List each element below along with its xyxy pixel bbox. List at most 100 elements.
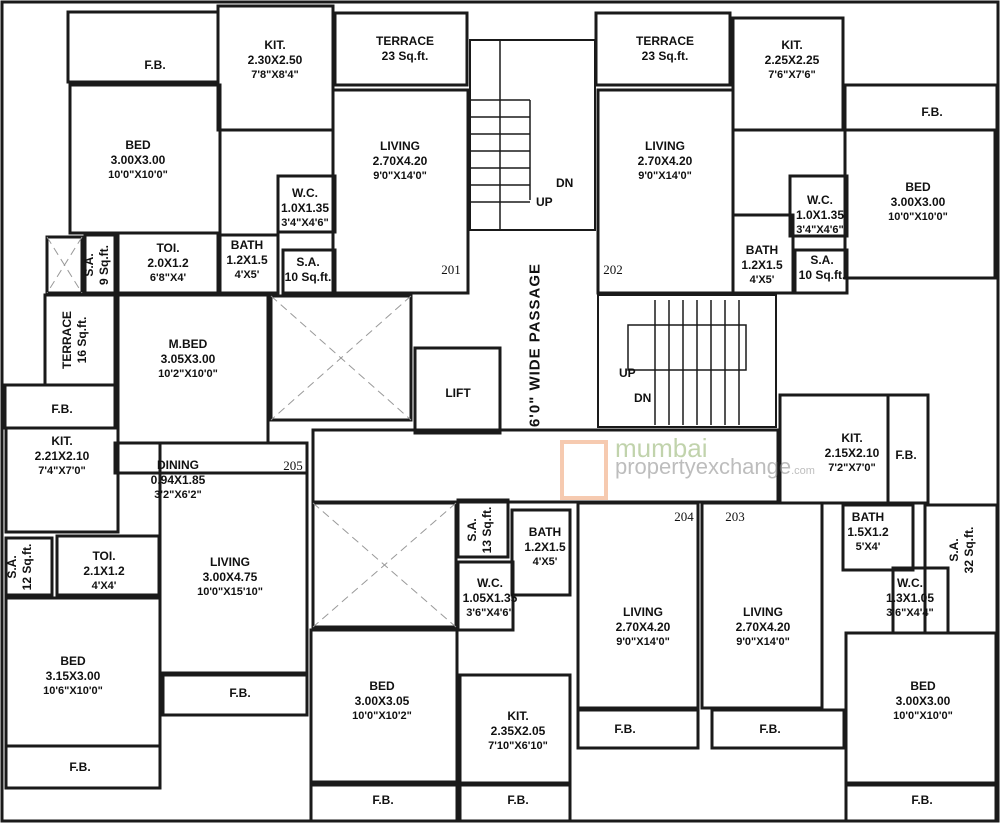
watermark-line2: propertyexchange — [615, 454, 792, 479]
room-wall-46 — [731, 213, 795, 295]
room-name: BATH — [230, 238, 264, 252]
room-size-ft: 9'0"X14'0" — [736, 636, 790, 648]
room-label-s-a: S.A.12 Sq.ft. — [5, 544, 35, 591]
room-size: 3.15X3.00 — [45, 669, 101, 683]
door-number-205: 205 — [283, 458, 303, 473]
room-name: TOI. — [156, 241, 180, 255]
room-wall-48 — [311, 428, 780, 504]
open-void-bottom — [311, 501, 458, 629]
room-label-f-b: F.B. — [614, 722, 635, 737]
room-wall-38 — [710, 708, 846, 750]
room-name: S.A. — [810, 253, 834, 267]
room-wall-45 — [788, 174, 849, 238]
room-name: KIT. — [264, 38, 286, 52]
room-label-f-b: F.B. — [229, 686, 250, 701]
stair-top-up-label: UP — [536, 195, 553, 209]
room-wall-44 — [843, 128, 997, 280]
room-size: 1.2X1.5 — [226, 253, 268, 267]
room-wall-5 — [276, 174, 337, 234]
room-size-ft: 3'4"X4'6" — [281, 217, 329, 229]
room-size: 0.94X1.85 — [150, 473, 206, 487]
room-label-kit: KIT.2.25X2.25 7'6"X7'6" — [765, 38, 820, 83]
room-wall-22 — [456, 498, 510, 559]
room-size: 2.15X2.10 — [824, 446, 880, 460]
room-label-s-a: S.A.10 Sq.ft. — [799, 253, 846, 283]
room-name: W.C. — [291, 186, 318, 200]
room-wall-16 — [4, 536, 54, 597]
room-size-ft: 9'0"X14'0" — [373, 170, 427, 182]
room-wall-20 — [161, 673, 309, 717]
room-size-ft: 3'4"X4'6" — [796, 224, 844, 236]
room-name: F.B. — [911, 793, 933, 807]
room-name: KIT. — [507, 709, 529, 723]
room-size: 3.05X3.00 — [160, 352, 216, 366]
room-wall-7 — [281, 248, 337, 295]
room-name: LIVING — [644, 139, 685, 153]
room-label-f-b: F.B. — [759, 722, 780, 737]
room-size: 2.25X2.25 — [764, 53, 820, 67]
room-size-ft: 7'8"X8'4" — [251, 69, 299, 81]
room-size: 3.00X3.05 — [354, 694, 410, 708]
room-name: DINING — [157, 458, 199, 472]
passage-label: 6'0" WIDE PASSAGE — [526, 262, 544, 428]
room-name: M.BED — [168, 337, 208, 351]
room-name: KIT. — [781, 38, 803, 52]
room-wall-28 — [576, 708, 700, 750]
room-label-s-a: S.A.9 Sq.ft. — [82, 245, 112, 285]
room-wall-37 — [844, 631, 998, 785]
room-size: 2.30X2.50 — [247, 53, 303, 67]
room-size-ft: 4'X4' — [91, 580, 117, 592]
room-size: 13 Sq.ft. — [480, 506, 494, 554]
room-name: S.A. — [947, 538, 961, 562]
room-name: TERRACE — [60, 310, 74, 370]
stair-bottom-dn-label: DN — [634, 391, 652, 405]
room-name: LIVING — [742, 605, 783, 619]
room-size-ft: 4'X5' — [532, 556, 558, 568]
room-name: F.B. — [51, 402, 73, 416]
stair-top-dn-label: DN — [556, 176, 574, 190]
room-size-ft: 7'4"X7'0" — [38, 465, 86, 477]
room-size: 1.2X1.5 — [741, 258, 783, 272]
room-wall-26 — [309, 628, 459, 784]
room-name: LIVING — [379, 139, 420, 153]
staircase-top — [469, 39, 596, 231]
room-size: 10 Sq.ft. — [284, 270, 332, 284]
room-size: 2.70X4.20 — [615, 620, 671, 634]
room-wall-4 — [331, 88, 470, 295]
room-size: 23 Sq.ft. — [381, 49, 429, 63]
room-name: F.B. — [507, 793, 529, 807]
room-label-kit: KIT.2.30X2.50 7'8"X8'4" — [248, 38, 303, 83]
room-size: 2.35X2.05 — [490, 724, 546, 738]
room-name: BED — [125, 138, 151, 152]
room-label-s-a: S.A.13 Sq.ft. — [465, 507, 495, 554]
door-number-201: 201 — [441, 262, 461, 277]
room-wall-2 — [333, 11, 469, 87]
room-wall-13 — [413, 346, 502, 435]
duct-void — [45, 235, 84, 295]
room-wall-33 — [886, 393, 930, 505]
room-size: 3.00X3.00 — [110, 153, 166, 167]
room-size: 1.05X1.35 — [462, 591, 518, 605]
room-size: 1.5X1.2 — [847, 525, 889, 539]
room-size-ft: 10'0"X10'0" — [108, 169, 168, 181]
room-size: 1.3X1.05 — [885, 591, 935, 605]
room-name: BATH — [745, 243, 779, 257]
room-size: 23 Sq.ft. — [641, 49, 689, 63]
room-label-f-b: F.B. — [911, 793, 932, 808]
room-label-f-b: F.B. — [51, 402, 72, 417]
stair-landing — [627, 324, 747, 371]
room-size-ft: 7'6"X7'6" — [768, 69, 816, 81]
